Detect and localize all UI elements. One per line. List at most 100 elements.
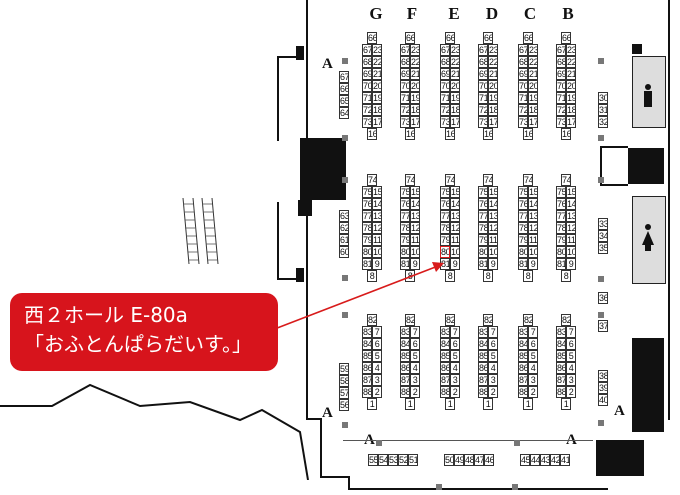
booth-f-69[interactable]: 69 <box>400 68 410 80</box>
wall-booth-32[interactable]: 32 <box>598 116 608 128</box>
booth-e-71[interactable]: 71 <box>440 92 450 104</box>
booth-f-73[interactable]: 73 <box>400 116 410 128</box>
booth-b-20[interactable]: 20 <box>566 80 576 92</box>
booth-c-66[interactable]: 66 <box>523 32 533 44</box>
booth-b-23[interactable]: 23 <box>566 44 576 56</box>
booth-e-20[interactable]: 20 <box>450 80 460 92</box>
booth-c-85[interactable]: 85 <box>518 350 528 362</box>
wall-booth-50[interactable]: 50 <box>444 454 454 466</box>
booth-c-6[interactable]: 6 <box>528 338 538 350</box>
booth-f-78[interactable]: 78 <box>400 222 410 234</box>
booth-f-5[interactable]: 5 <box>410 350 420 362</box>
booth-c-3[interactable]: 3 <box>528 374 538 386</box>
booth-d-2[interactable]: 2 <box>488 386 498 398</box>
wall-booth-59[interactable]: 59 <box>339 363 349 375</box>
booth-e-68[interactable]: 68 <box>440 56 450 68</box>
wall-booth-40[interactable]: 40 <box>598 394 608 406</box>
booth-f-74[interactable]: 74 <box>405 174 415 186</box>
booth-b-5[interactable]: 5 <box>566 350 576 362</box>
booth-g-20[interactable]: 20 <box>372 80 382 92</box>
booth-f-68[interactable]: 68 <box>400 56 410 68</box>
booth-c-79[interactable]: 79 <box>518 234 528 246</box>
wall-booth-37[interactable]: 37 <box>598 320 608 332</box>
booth-f-72[interactable]: 72 <box>400 104 410 116</box>
booth-g-3[interactable]: 3 <box>372 374 382 386</box>
booth-g-85[interactable]: 85 <box>362 350 372 362</box>
wall-booth-51[interactable]: 51 <box>408 454 418 466</box>
booth-b-7[interactable]: 7 <box>566 326 576 338</box>
booth-d-13[interactable]: 13 <box>488 210 498 222</box>
booth-d-85[interactable]: 85 <box>478 350 488 362</box>
booth-c-86[interactable]: 86 <box>518 362 528 374</box>
booth-b-15[interactable]: 15 <box>566 186 576 198</box>
booth-g-87[interactable]: 87 <box>362 374 372 386</box>
booth-d-12[interactable]: 12 <box>488 222 498 234</box>
booth-d-11[interactable]: 11 <box>488 234 498 246</box>
booth-b-78[interactable]: 78 <box>556 222 566 234</box>
booth-g-79[interactable]: 79 <box>362 234 372 246</box>
booth-f-23[interactable]: 23 <box>410 44 420 56</box>
wall-booth-34[interactable]: 34 <box>598 230 608 242</box>
booth-e-22[interactable]: 22 <box>450 56 460 68</box>
booth-e-16[interactable]: 16 <box>445 128 455 140</box>
booth-f-87[interactable]: 87 <box>400 374 410 386</box>
wall-booth-55[interactable]: 55 <box>368 454 378 466</box>
booth-b-18[interactable]: 18 <box>566 104 576 116</box>
wall-booth-65[interactable]: 65 <box>339 95 349 107</box>
booth-c-22[interactable]: 22 <box>528 56 538 68</box>
booth-b-79[interactable]: 79 <box>556 234 566 246</box>
booth-e-70[interactable]: 70 <box>440 80 450 92</box>
booth-e-10[interactable]: 10 <box>450 246 460 258</box>
booth-g-2[interactable]: 2 <box>372 386 382 398</box>
booth-g-75[interactable]: 75 <box>362 186 372 198</box>
booth-b-87[interactable]: 87 <box>556 374 566 386</box>
booth-d-23[interactable]: 23 <box>488 44 498 56</box>
booth-b-2[interactable]: 2 <box>566 386 576 398</box>
booth-b-80[interactable]: 80 <box>556 246 566 258</box>
wall-booth-62[interactable]: 62 <box>339 222 349 234</box>
booth-g-86[interactable]: 86 <box>362 362 372 374</box>
booth-g-22[interactable]: 22 <box>372 56 382 68</box>
booth-f-13[interactable]: 13 <box>410 210 420 222</box>
booth-c-21[interactable]: 21 <box>528 68 538 80</box>
booth-d-86[interactable]: 86 <box>478 362 488 374</box>
booth-b-88[interactable]: 88 <box>556 386 566 398</box>
booth-c-75[interactable]: 75 <box>518 186 528 198</box>
booth-b-70[interactable]: 70 <box>556 80 566 92</box>
booth-e-17[interactable]: 17 <box>450 116 460 128</box>
booth-f-11[interactable]: 11 <box>410 234 420 246</box>
booth-f-86[interactable]: 86 <box>400 362 410 374</box>
booth-b-69[interactable]: 69 <box>556 68 566 80</box>
booth-f-17[interactable]: 17 <box>410 116 420 128</box>
booth-e-75[interactable]: 75 <box>440 186 450 198</box>
wall-booth-41[interactable]: 41 <box>560 454 570 466</box>
booth-d-14[interactable]: 14 <box>488 198 498 210</box>
booth-d-88[interactable]: 88 <box>478 386 488 398</box>
booth-d-84[interactable]: 84 <box>478 338 488 350</box>
booth-f-76[interactable]: 76 <box>400 198 410 210</box>
booth-d-4[interactable]: 4 <box>488 362 498 374</box>
booth-f-71[interactable]: 71 <box>400 92 410 104</box>
booth-e-86[interactable]: 86 <box>440 362 450 374</box>
booth-e-73[interactable]: 73 <box>440 116 450 128</box>
wall-booth-63[interactable]: 63 <box>339 210 349 222</box>
booth-e-83[interactable]: 83 <box>440 326 450 338</box>
booth-c-72[interactable]: 72 <box>518 104 528 116</box>
booth-f-10[interactable]: 10 <box>410 246 420 258</box>
booth-c-15[interactable]: 15 <box>528 186 538 198</box>
booth-c-4[interactable]: 4 <box>528 362 538 374</box>
wall-booth-53[interactable]: 53 <box>388 454 398 466</box>
booth-c-14[interactable]: 14 <box>528 198 538 210</box>
wall-booth-57[interactable]: 57 <box>339 387 349 399</box>
booth-b-19[interactable]: 19 <box>566 92 576 104</box>
booth-e-69[interactable]: 69 <box>440 68 450 80</box>
wall-booth-38[interactable]: 38 <box>598 370 608 382</box>
booth-b-86[interactable]: 86 <box>556 362 566 374</box>
booth-b-9[interactable]: 9 <box>566 258 576 270</box>
booth-c-83[interactable]: 83 <box>518 326 528 338</box>
booth-e-74[interactable]: 74 <box>445 174 455 186</box>
wall-booth-39[interactable]: 39 <box>598 382 608 394</box>
booth-f-83[interactable]: 83 <box>400 326 410 338</box>
booth-g-73[interactable]: 73 <box>362 116 372 128</box>
booth-f-80[interactable]: 80 <box>400 246 410 258</box>
